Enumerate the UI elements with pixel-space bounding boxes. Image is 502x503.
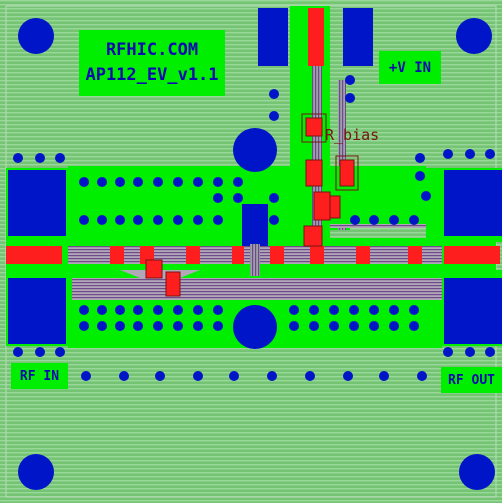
board-title-line2: AP112_EV_v1.1: [85, 65, 219, 85]
mounting-hole-br: [459, 454, 495, 490]
via-rows: [13, 75, 495, 381]
rbias-outline: [301, 113, 327, 143]
left-connector-tab-top: [8, 170, 66, 236]
top-connector-pad: [308, 8, 324, 66]
thermal-via-top: [233, 128, 277, 172]
vin-label: +V IN: [379, 51, 441, 84]
left-connector-tab-bottom: [8, 278, 66, 344]
right-connector-tab-top: [444, 170, 502, 236]
bottom-stub-trace: [72, 278, 442, 300]
device-pad: [242, 204, 268, 246]
mounting-hole-bl: [18, 454, 54, 490]
rf-in-label: RF IN: [11, 363, 68, 389]
dc-line: [312, 60, 322, 240]
device-lead: [250, 244, 260, 276]
thermal-via-bottom: [233, 305, 277, 349]
top-tab-left: [258, 8, 288, 66]
rf-out-label: RF OUT: [441, 367, 502, 393]
mounting-hole-tl: [18, 18, 54, 54]
dc-bias-line: [338, 80, 346, 230]
r-bias-label: R_bias: [325, 126, 380, 144]
board-title-line1: RFHIC.COM: [105, 40, 199, 60]
rbias-outline-2: [335, 155, 359, 191]
top-tab-right: [343, 8, 373, 66]
matching-components: [145, 117, 355, 297]
mounting-hole-tr: [456, 18, 492, 54]
right-connector-tab-bottom: [444, 278, 502, 344]
board-title-label: RFHIC.COM AP112_EV_v1.1: [79, 30, 225, 96]
